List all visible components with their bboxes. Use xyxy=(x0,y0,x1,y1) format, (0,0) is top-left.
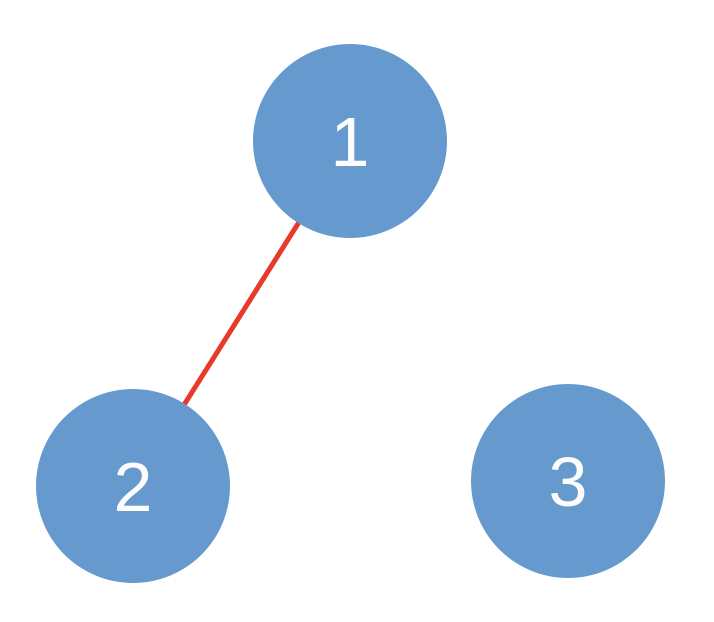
node-circle-3[interactable] xyxy=(471,384,665,578)
node-1[interactable]: 1 xyxy=(253,44,447,238)
node-2[interactable]: 2 xyxy=(36,389,230,583)
node-circle-1[interactable] xyxy=(253,44,447,238)
node-circle-2[interactable] xyxy=(36,389,230,583)
node-3[interactable]: 3 xyxy=(471,384,665,578)
